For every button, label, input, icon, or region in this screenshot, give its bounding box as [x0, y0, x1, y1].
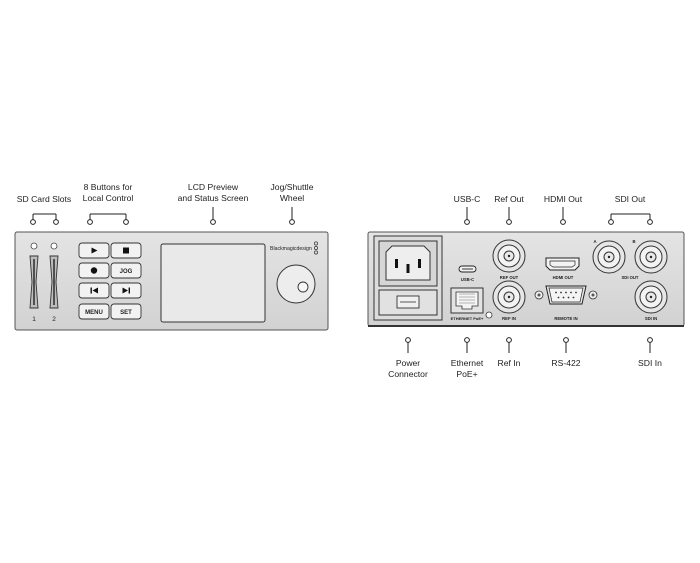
- sd-card-slot-2[interactable]: [49, 255, 59, 309]
- sdi-out-label: SDI OUT: [622, 275, 639, 280]
- menu-button[interactable]: MENU: [78, 303, 110, 320]
- play-button[interactable]: [78, 242, 110, 259]
- callout-sd-card-slots: SD Card Slots: [16, 194, 72, 204]
- local-control-buttons: JOG MEN: [78, 242, 142, 320]
- callout-usb-c: USB-C: [453, 194, 481, 204]
- callout-ref-out: Ref Out: [494, 194, 524, 204]
- sd-card-slot-1[interactable]: [29, 255, 39, 309]
- callout-local-control-buttons: 8 Buttons for Local Control: [82, 182, 134, 203]
- lcd-screen: [160, 243, 266, 323]
- ethernet-port-label: ETHERNET PoE+: [451, 316, 484, 321]
- rear-panel: USB-C ETHERNET PoE+ REF OUT: [367, 231, 685, 327]
- sd-slot-2-led: [50, 242, 58, 250]
- sdi-in-label: SDI IN: [645, 316, 657, 321]
- callout-rs422: RS-422: [551, 358, 581, 368]
- callout-lcd-screen: LCD Preview and Status Screen: [177, 182, 249, 203]
- sdi-out-b-bnc[interactable]: [634, 240, 668, 274]
- jog-shuttle-wheel[interactable]: [276, 264, 316, 304]
- remote-in-label: REMOTE IN: [554, 316, 577, 321]
- usb-c-port-label: USB-C: [461, 277, 474, 282]
- rear-leader-lines: [405, 207, 653, 353]
- next-button[interactable]: [110, 282, 142, 299]
- brand-logo-mark: [314, 241, 318, 255]
- stop-icon: [123, 247, 129, 254]
- callout-jog-wheel: Jog/Shuttle Wheel: [270, 182, 314, 203]
- callout-hdmi-out: HDMI Out: [543, 194, 583, 204]
- previous-button[interactable]: [78, 282, 110, 299]
- set-button[interactable]: SET: [110, 303, 142, 320]
- jog-button[interactable]: JOG: [110, 262, 142, 279]
- ethernet-status-led: [485, 311, 493, 319]
- hdmi-out-label: HDMI OUT: [553, 275, 574, 280]
- menu-button-label: MENU: [85, 310, 103, 316]
- ref-out-bnc[interactable]: [492, 239, 526, 273]
- record-icon: [90, 267, 98, 274]
- ethernet-port[interactable]: [450, 287, 484, 314]
- ref-in-label: REF IN: [502, 316, 516, 321]
- sdi-out-b-label: B: [632, 239, 635, 244]
- ref-out-label: REF OUT: [500, 275, 519, 280]
- sdi-in-bnc[interactable]: [634, 280, 668, 314]
- hdmi-out-port[interactable]: [545, 257, 580, 271]
- usb-c-port[interactable]: [458, 265, 477, 273]
- rs422-remote-in-port[interactable]: [534, 285, 598, 305]
- callout-ethernet: Ethernet PoE+: [450, 358, 484, 379]
- jog-button-label: JOG: [120, 269, 133, 275]
- sdi-out-a-bnc[interactable]: [592, 240, 626, 274]
- sd-slot-1-number: 1: [32, 316, 36, 323]
- front-panel: 1 2 JOG: [14, 231, 329, 331]
- sdi-out-a-label: A: [593, 239, 596, 244]
- brand-logo: Blackmagicdesign: [270, 246, 312, 252]
- sd-slot-1-led: [30, 242, 38, 250]
- record-button[interactable]: [78, 262, 110, 279]
- play-icon: [91, 247, 98, 254]
- skip-back-icon: [90, 287, 98, 294]
- front-leader-lines: [30, 207, 295, 225]
- callout-ref-in: Ref In: [497, 358, 521, 368]
- set-button-label: SET: [120, 310, 132, 316]
- callout-sdi-in: SDI In: [638, 358, 662, 368]
- callout-sdi-out: SDI Out: [614, 194, 646, 204]
- callout-power-connector: Power Connector: [388, 358, 428, 379]
- sd-slot-2-number: 2: [52, 316, 56, 323]
- skip-forward-icon: [122, 287, 130, 294]
- stop-button[interactable]: [110, 242, 142, 259]
- ref-in-bnc[interactable]: [492, 280, 526, 314]
- power-connector[interactable]: [373, 235, 443, 321]
